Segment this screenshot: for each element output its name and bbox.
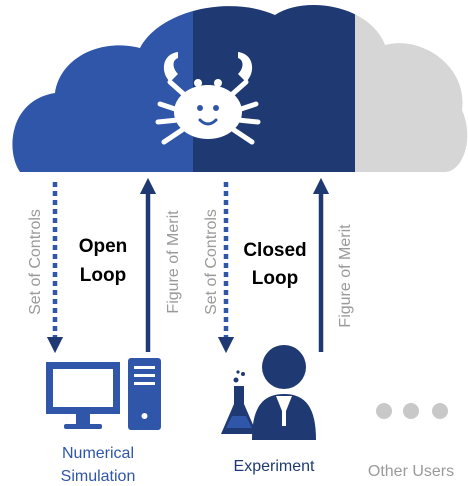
closed-loop-title-line2: Loop: [252, 268, 298, 289]
experiment-label: Experiment: [234, 458, 315, 475]
figure-of-merit-label-open: Figure of Merit: [165, 210, 182, 314]
ellipsis-icon: [376, 403, 448, 419]
crab-icon: [155, 52, 261, 145]
set-of-controls-label-closed: Set of Controls: [203, 209, 220, 315]
set-of-controls-label-open: Set of Controls: [27, 209, 44, 315]
closed-loop-title-line1: Closed: [243, 240, 306, 261]
computer-icon: [46, 358, 161, 430]
open-loop-title-line1: Open: [79, 236, 128, 257]
scientist-icon: [221, 345, 316, 440]
numerical-simulation-label-line1: Numerical: [62, 445, 134, 462]
figure-of-merit-label-closed: Figure of Merit: [337, 224, 354, 328]
numerical-simulation-label-line2: Simulation: [61, 468, 136, 485]
other-users-label: Other Users: [368, 463, 454, 480]
open-loop-title-line2: Loop: [80, 265, 126, 286]
